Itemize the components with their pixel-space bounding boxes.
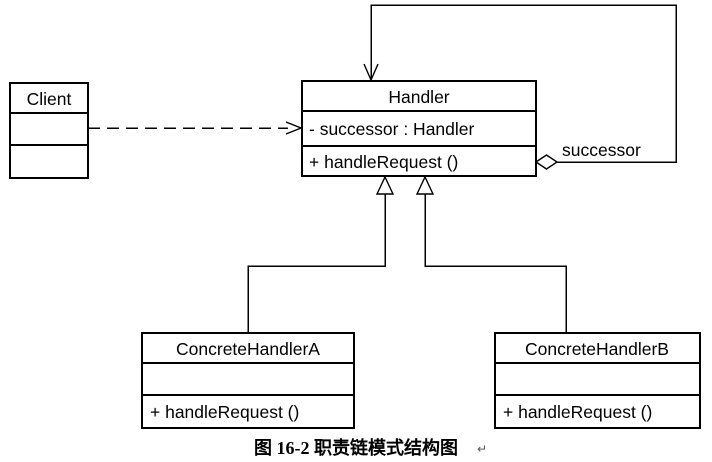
client-to-handler-dependency bbox=[88, 121, 303, 135]
concrete-handler-b-method: + handleRequest () bbox=[503, 402, 652, 422]
open-arrowhead-icon bbox=[285, 121, 303, 135]
class-name-concrete-handler-b: ConcreteHandlerB bbox=[525, 339, 669, 359]
class-name-handler: Handler bbox=[388, 87, 449, 107]
class-box-handler: Handler - successor : Handler + handleRe… bbox=[301, 80, 537, 177]
figure-caption: 图 16-2 职责链模式结构图 ↵ bbox=[254, 437, 487, 458]
class-name-concrete-handler-a: ConcreteHandlerA bbox=[176, 339, 320, 359]
class-box-border bbox=[141, 332, 355, 429]
class-name-client: Client bbox=[27, 89, 72, 109]
class-box-concrete-handler-b: ConcreteHandlerB + handleRequest () bbox=[494, 332, 701, 429]
generalization-a bbox=[247, 175, 395, 332]
class-box-concrete-handler-a: ConcreteHandlerA + handleRequest () bbox=[141, 332, 355, 429]
self-association-label: successor bbox=[562, 140, 641, 160]
class-box-border bbox=[494, 332, 701, 429]
class-box-border bbox=[9, 82, 89, 179]
inheritance-triangle-icon bbox=[415, 175, 435, 195]
generalization-b bbox=[415, 175, 567, 332]
caption-text: 图 16-2 职责链模式结构图 bbox=[254, 437, 458, 458]
handler-method: + handleRequest () bbox=[309, 152, 458, 172]
paragraph-return-mark: ↵ bbox=[477, 442, 487, 456]
generalization-a-line bbox=[247, 194, 386, 332]
class-box-border bbox=[301, 80, 537, 177]
self-association-line bbox=[370, 4, 677, 163]
handler-attribute: - successor : Handler bbox=[309, 119, 475, 139]
concrete-handler-a-method: + handleRequest () bbox=[150, 402, 299, 422]
handler-self-association: successor bbox=[363, 4, 677, 170]
class-box-client: Client bbox=[9, 82, 89, 179]
generalization-b-line bbox=[424, 194, 567, 332]
inheritance-triangle-icon bbox=[375, 175, 395, 195]
aggregation-diamond-icon bbox=[534, 154, 559, 170]
